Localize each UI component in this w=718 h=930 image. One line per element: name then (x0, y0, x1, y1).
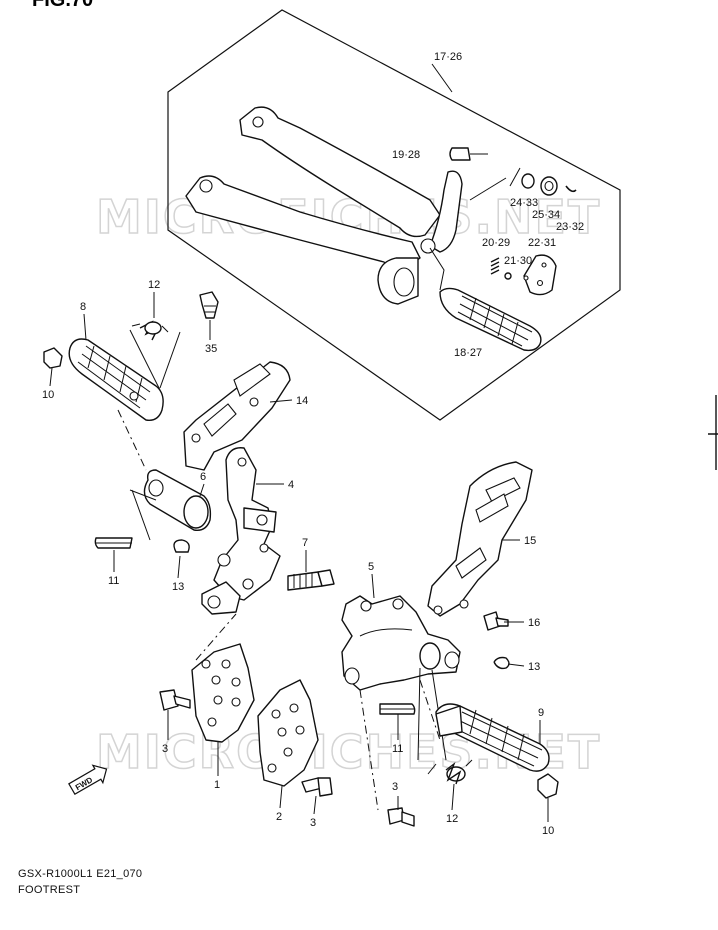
callout-13-left: 13 (172, 581, 184, 593)
callout-5: 5 (368, 561, 374, 573)
left-footrest-group (43, 291, 335, 797)
callout-12-left: 12 (148, 279, 160, 291)
callout-11-right: 11 (392, 743, 403, 755)
callout-15: 15 (524, 535, 536, 547)
callout-10-left: 10 (42, 389, 54, 401)
callout-8: 8 (80, 301, 86, 313)
callout-25-34: 25·34 (532, 209, 560, 221)
callout-1: 1 (214, 779, 220, 791)
figure-title: FIG.70 (32, 0, 93, 11)
callout-labels: 17·26 19·28 24·33 25·34 23·32 20·29 22·3… (42, 51, 584, 837)
assembly-frame (167, 9, 621, 421)
callout-leaders (49, 292, 549, 822)
callout-11-left: 11 (108, 575, 119, 587)
callout-4: 4 (288, 479, 294, 491)
callout-24-33: 24·33 (510, 197, 538, 209)
callout-6: 6 (200, 471, 206, 483)
model-code: GSX-R1000L1 E21_070 (18, 868, 143, 880)
callout-12-right: 12 (446, 813, 458, 825)
callout-10-right: 10 (542, 825, 554, 837)
callout-21-30: 21·30 (504, 255, 532, 267)
right-footrest-group (341, 461, 559, 827)
callout-19-28: 19·28 (392, 149, 420, 161)
callout-18-27: 18·27 (454, 347, 482, 359)
callout-16: 16 (528, 617, 540, 629)
callout-2: 2 (276, 811, 282, 823)
callout-35: 35 (205, 343, 217, 355)
callout-3-mid: 3 (310, 817, 316, 829)
callout-3-left: 3 (162, 743, 168, 755)
callout-9: 9 (538, 707, 544, 719)
callout-3-right: 3 (392, 781, 398, 793)
callout-20-29: 20·29 (482, 237, 510, 249)
callout-22-31: 22·31 (528, 237, 556, 249)
section-name: FOOTREST (18, 884, 81, 896)
callout-13-right: 13 (528, 661, 540, 673)
callout-14: 14 (296, 395, 308, 407)
callout-23-32: 23·32 (556, 221, 584, 233)
callout-17-26: 17·26 (434, 51, 462, 63)
callout-7: 7 (302, 537, 308, 549)
rear-bracket-assembly (185, 63, 577, 352)
